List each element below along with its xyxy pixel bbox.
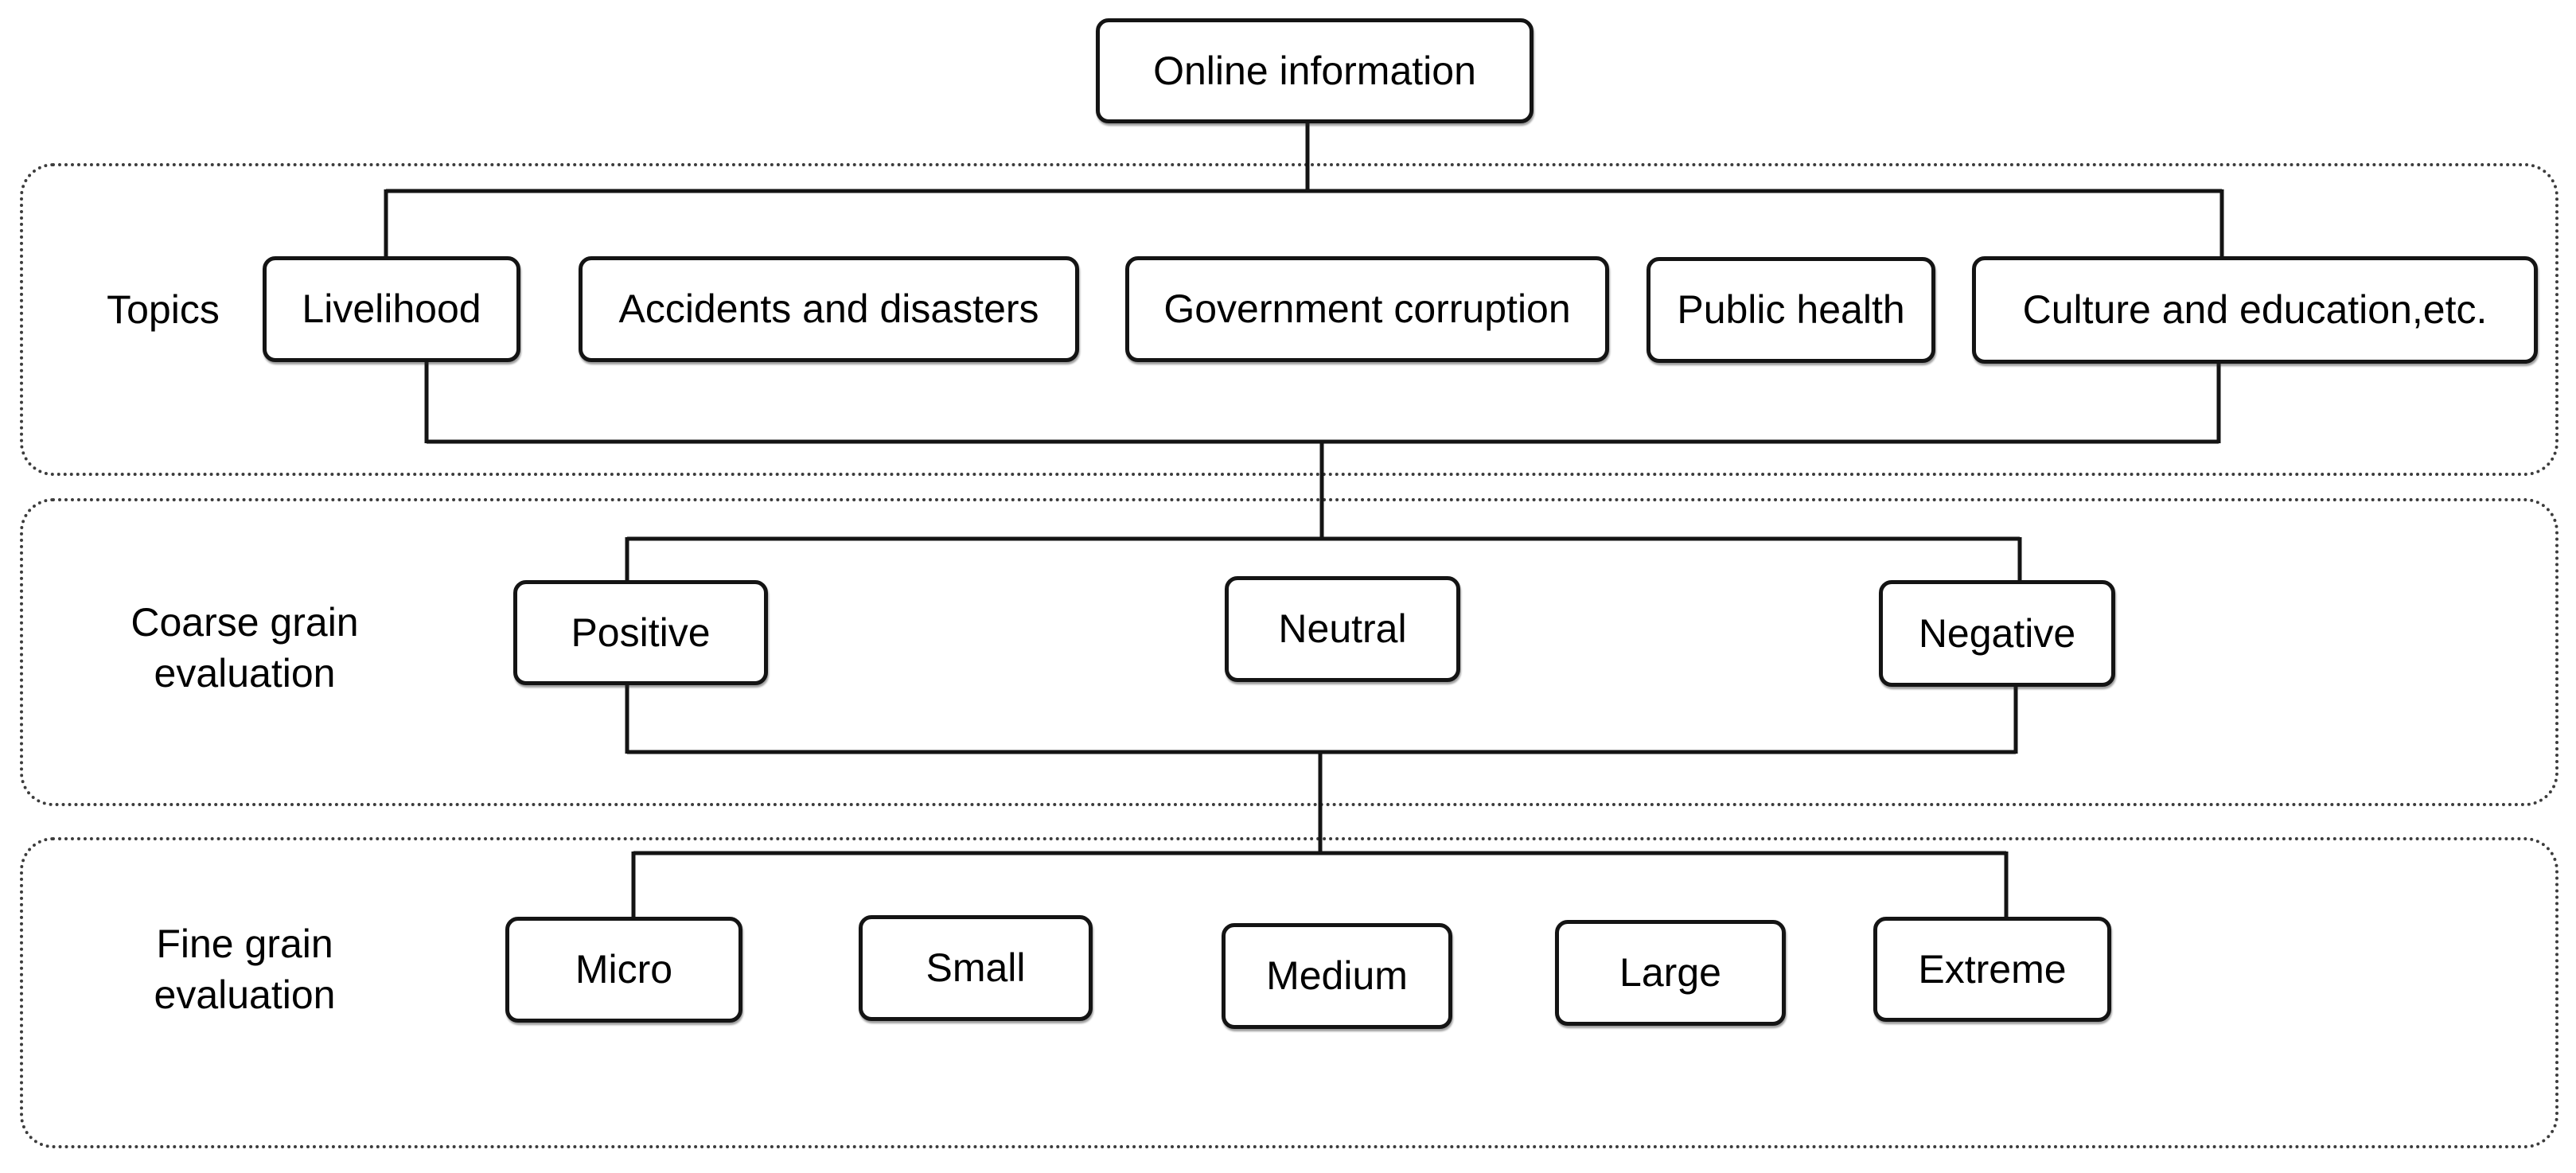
node-online-information: Online information (1096, 18, 1534, 123)
coarse-grain-section-outline (20, 498, 2558, 806)
node-livelihood: Livelihood (263, 256, 520, 362)
node-culture-and-education: Culture and education,etc. (1972, 256, 2538, 364)
node-label: Culture and education,etc. (2022, 287, 2488, 332)
node-label: Extreme (1918, 946, 2067, 992)
node-label: Negative (1918, 610, 2076, 656)
node-label: Micro (575, 947, 673, 992)
section-label-line: evaluation (154, 972, 336, 1017)
node-micro: Micro (505, 917, 742, 1023)
node-small: Small (859, 915, 1093, 1021)
node-label: Public health (1677, 287, 1905, 332)
fine-grain-section-label: Fine grain evaluation (99, 918, 390, 1020)
section-label-line: evaluation (154, 651, 336, 696)
node-label: Accidents and disasters (618, 286, 1039, 331)
node-label: Neutral (1278, 606, 1407, 651)
section-label-line: Fine grain (156, 922, 333, 966)
node-large: Large (1555, 920, 1786, 1026)
node-label: Large (1619, 950, 1721, 995)
node-accidents-and-disasters: Accidents and disasters (579, 256, 1079, 362)
node-label: Positive (571, 610, 711, 655)
node-negative: Negative (1879, 580, 2115, 687)
node-label: Medium (1266, 953, 1408, 998)
section-label-line: Coarse grain (131, 600, 359, 645)
section-label-line: Topics (107, 287, 220, 332)
coarse-grain-section-label: Coarse grain evaluation (99, 597, 390, 699)
fine-grain-section-outline (20, 837, 2558, 1148)
node-label: Government corruption (1163, 286, 1571, 331)
node-public-health: Public health (1647, 257, 1935, 363)
node-medium: Medium (1222, 923, 1452, 1029)
node-government-corruption: Government corruption (1125, 256, 1609, 362)
node-label: Small (926, 945, 1026, 990)
node-neutral: Neutral (1225, 576, 1460, 682)
node-label: Livelihood (302, 286, 481, 331)
topics-section-label: Topics (68, 284, 259, 335)
node-extreme: Extreme (1873, 917, 2111, 1022)
node-label: Online information (1153, 48, 1476, 93)
topics-section-outline (20, 163, 2558, 476)
node-positive: Positive (513, 580, 768, 685)
